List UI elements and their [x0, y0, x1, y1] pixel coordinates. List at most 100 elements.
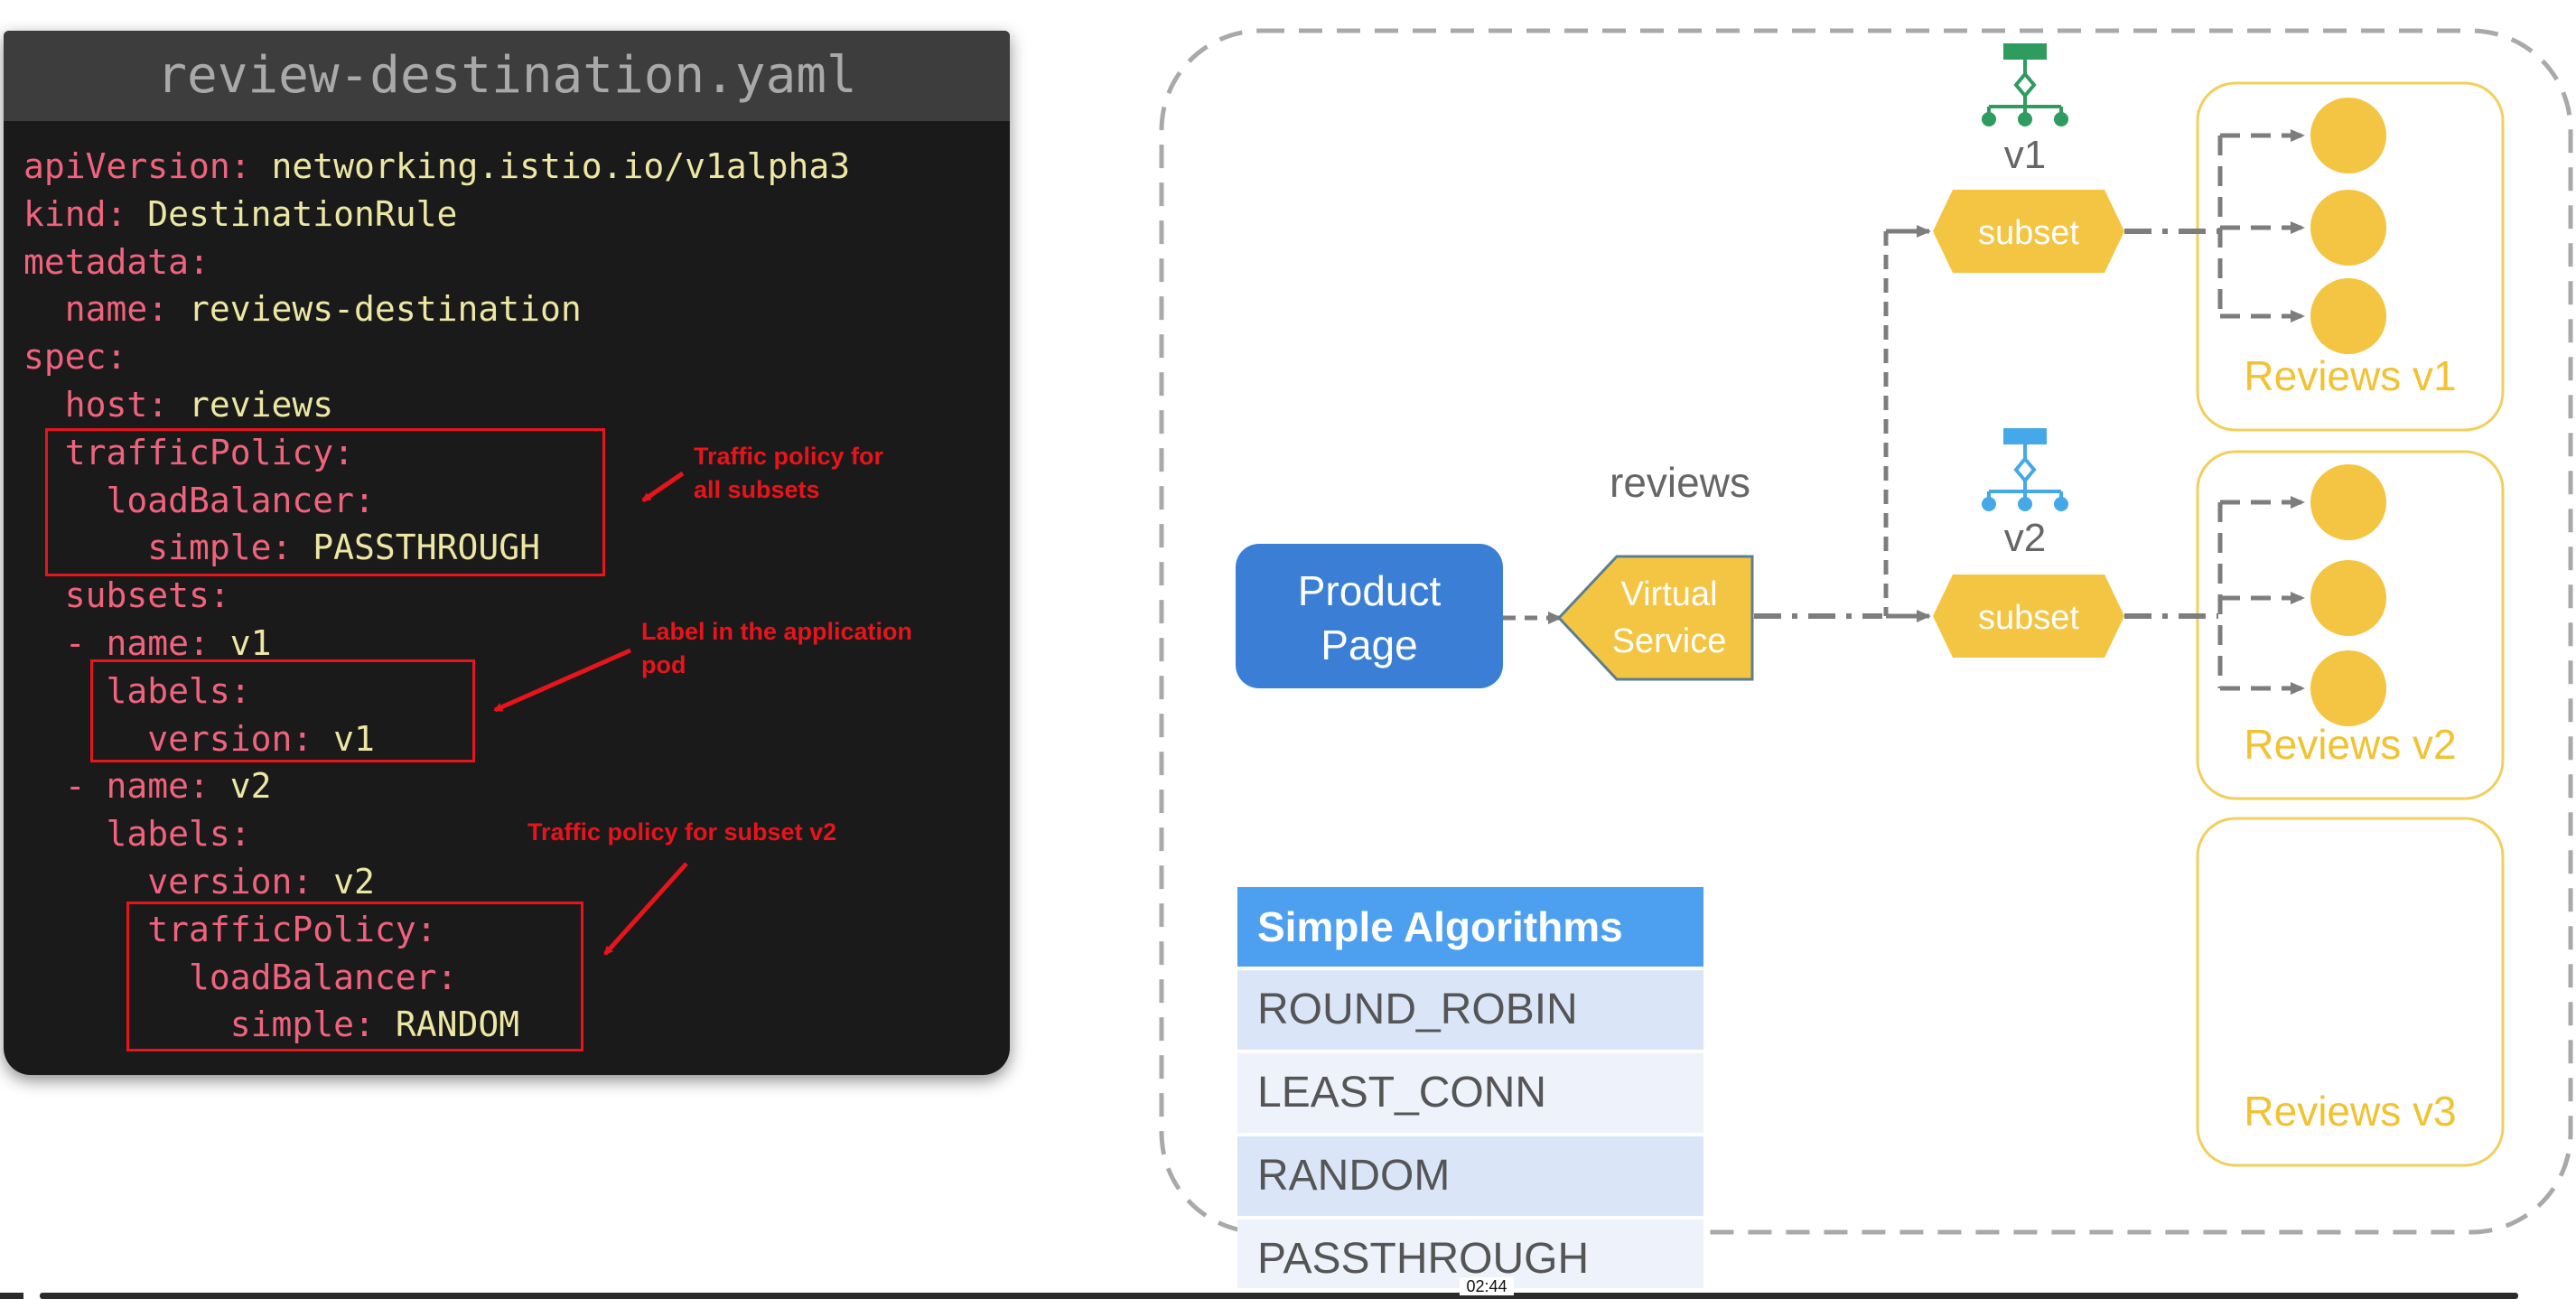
- yaml-key: subsets:: [23, 575, 230, 616]
- v2-pod-branches: [2217, 496, 2305, 695]
- code-line: labels:: [23, 810, 251, 857]
- reviews-v1-container: [2196, 81, 2505, 432]
- subset-v1-shape: [1933, 190, 2124, 273]
- subset-v2-label: subset: [1978, 599, 2079, 637]
- code-line: - name: v2: [23, 762, 272, 809]
- pod-v1-3: [2310, 278, 2386, 354]
- video-timestamp: 02:44: [1460, 1277, 1514, 1295]
- product-page-label-line1: Product: [1298, 567, 1442, 614]
- pod-v2-2: [2310, 560, 2386, 636]
- yaml-value: v2: [313, 862, 375, 902]
- note-label-application-pod: Label in the application pod: [641, 618, 913, 678]
- table-row: PASSTHROUGH: [1237, 1220, 1703, 1288]
- yaml-key: labels:: [23, 670, 251, 711]
- code-line: labels:: [23, 668, 251, 715]
- yaml-key: simple:: [23, 1005, 375, 1045]
- pod-v2-3: [2310, 650, 2386, 726]
- code-line: version: v1: [23, 715, 375, 762]
- yaml-key: labels:: [23, 814, 251, 855]
- yaml-value: reviews-destination: [168, 289, 582, 330]
- highlight-box-subset-v2-policy: [126, 902, 583, 1051]
- v1-hierarchy-icon: [1982, 43, 2068, 126]
- yaml-value: DestinationRule: [126, 193, 458, 234]
- yaml-key: host:: [23, 385, 169, 425]
- highlight-box-traffic-policy: [45, 428, 605, 576]
- yaml-value: RANDOM: [374, 1005, 520, 1045]
- reviews-v2-label: Reviews v2: [2244, 721, 2456, 768]
- code-line: loadBalancer:: [23, 477, 375, 524]
- v2-hierarchy-icon: [1982, 428, 2068, 511]
- code-line: loadBalancer:: [23, 954, 457, 1001]
- reviews-v2-container: [2196, 450, 2505, 800]
- highlight-box-labels-v1: [90, 659, 475, 762]
- product-page-label-line2: Page: [1321, 621, 1417, 668]
- code-line: trafficPolicy:: [23, 429, 354, 476]
- service-mesh-boundary: [1159, 28, 2573, 1235]
- virtual-service-shape: [1556, 555, 1754, 681]
- yaml-key: trafficPolicy:: [23, 909, 437, 949]
- reviews-service-label: reviews: [1610, 459, 1750, 506]
- code-line: - name: v1: [23, 620, 272, 667]
- yaml-key: - name:: [23, 623, 210, 663]
- connector-virtualservice-subsets: [1754, 225, 1931, 622]
- reviews-v3-label: Reviews v3: [2244, 1088, 2456, 1135]
- reviews-v3-container: [2196, 817, 2505, 1167]
- virtual-service-label-line2: Service: [1612, 622, 1727, 660]
- v1-label: v1: [2004, 133, 2046, 177]
- yaml-value: reviews: [168, 385, 334, 425]
- table-row: RANDOM: [1237, 1136, 1703, 1216]
- arrow-subset-v2: [603, 862, 688, 956]
- yaml-key: version:: [23, 718, 313, 759]
- player-left-edge: [0, 1293, 23, 1299]
- yaml-key: - name:: [23, 766, 210, 807]
- yaml-key: kind:: [23, 193, 127, 234]
- v2-label: v2: [2004, 516, 2046, 560]
- code-line: metadata:: [23, 238, 210, 285]
- pod-v2-1: [2310, 464, 2386, 540]
- note-traffic-policy-all-subsets: Traffic policy for all subsets: [694, 443, 884, 503]
- code-line: apiVersion: networking.istio.io/v1alpha3: [23, 143, 850, 190]
- code-line: kind: DestinationRule: [23, 191, 457, 238]
- yaml-key: simple:: [23, 528, 293, 568]
- code-line: subsets:: [23, 572, 230, 619]
- code-line: host: reviews: [23, 381, 333, 428]
- arrow-traffic-policy: [641, 471, 685, 503]
- code-line: trafficPolicy:: [23, 906, 437, 953]
- code-line: version: v2: [23, 858, 375, 905]
- subset-v1-label: subset: [1978, 214, 2079, 252]
- note-traffic-policy-subset-v2: Traffic policy for subset v2: [527, 818, 837, 846]
- yaml-key: apiVersion:: [23, 146, 251, 186]
- product-page-box: [1236, 544, 1503, 688]
- subset-v2-shape: [1933, 575, 2124, 658]
- code-line: simple: PASSTHROUGH: [23, 524, 540, 571]
- code-line: simple: RANDOM: [23, 1001, 519, 1048]
- code-line: spec:: [23, 333, 126, 380]
- code-filename-title: review-destination.yaml: [4, 31, 1010, 121]
- yaml-key: version:: [23, 862, 313, 902]
- video-progress-bar[interactable]: [40, 1293, 2518, 1299]
- pod-v1-2: [2310, 190, 2386, 266]
- table-row: LEAST_CONN: [1237, 1053, 1703, 1133]
- virtual-service-label-line1: Virtual: [1620, 575, 1717, 613]
- yaml-value: PASSTHROUGH: [292, 528, 540, 568]
- yaml-key: spec:: [23, 337, 127, 378]
- table-row: ROUND_ROBIN: [1237, 970, 1703, 1050]
- code-line: name: reviews-destination: [23, 285, 582, 332]
- yaml-code-panel: review-destination.yaml apiVersion: netw…: [4, 31, 1010, 1075]
- yaml-value: v1: [209, 623, 272, 663]
- yaml-value: v2: [209, 766, 272, 807]
- yaml-key: name:: [23, 289, 169, 330]
- v1-pod-branches: [2217, 129, 2305, 322]
- reviews-v1-label: Reviews v1: [2244, 352, 2456, 399]
- yaml-key: loadBalancer:: [23, 957, 458, 997]
- yaml-key: loadBalancer:: [23, 480, 375, 520]
- yaml-value: networking.istio.io/v1alpha3: [250, 146, 851, 186]
- yaml-key: metadata:: [23, 241, 210, 282]
- yaml-value: v1: [313, 718, 375, 759]
- yaml-key: trafficPolicy:: [23, 432, 355, 472]
- table-header: Simple Algorithms: [1237, 887, 1703, 967]
- arrow-labels-v1: [493, 648, 632, 713]
- pod-v1-1: [2310, 98, 2386, 173]
